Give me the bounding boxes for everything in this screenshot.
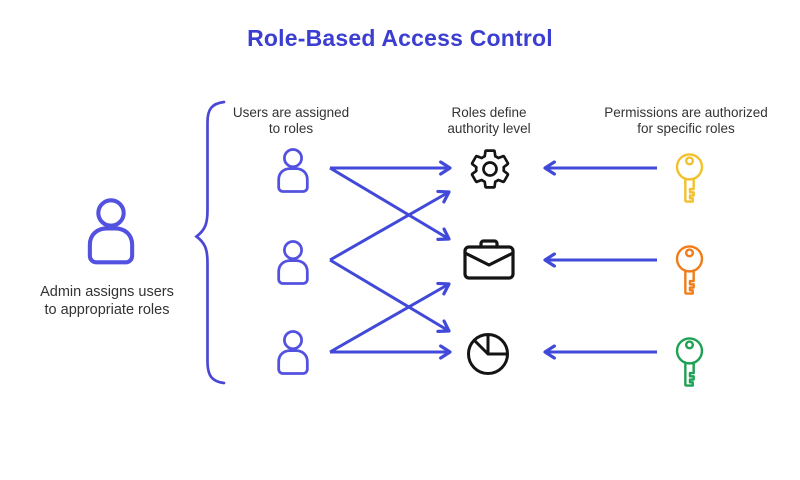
key-icon [675,153,704,203]
assignment-arrows [329,160,657,360]
column-label-permissions: Permissions are authorized for specific … [604,105,768,136]
key-icon [675,245,704,295]
gear-icon [470,149,510,189]
briefcase-icon [463,239,515,280]
page-title: Role-Based Access Control [247,25,553,51]
user-icon [277,330,309,375]
user-icon [277,148,309,193]
user-icon [277,240,309,285]
key-icon [675,337,704,387]
column-label-roles: Roles define authority level [447,105,531,136]
curly-brace [194,100,226,385]
admin-user-icon [87,198,135,265]
admin-caption: Admin assigns users to appropriate roles [40,284,174,318]
pie-chart-icon [467,333,509,375]
column-label-users: Users are assigned to roles [232,105,350,136]
